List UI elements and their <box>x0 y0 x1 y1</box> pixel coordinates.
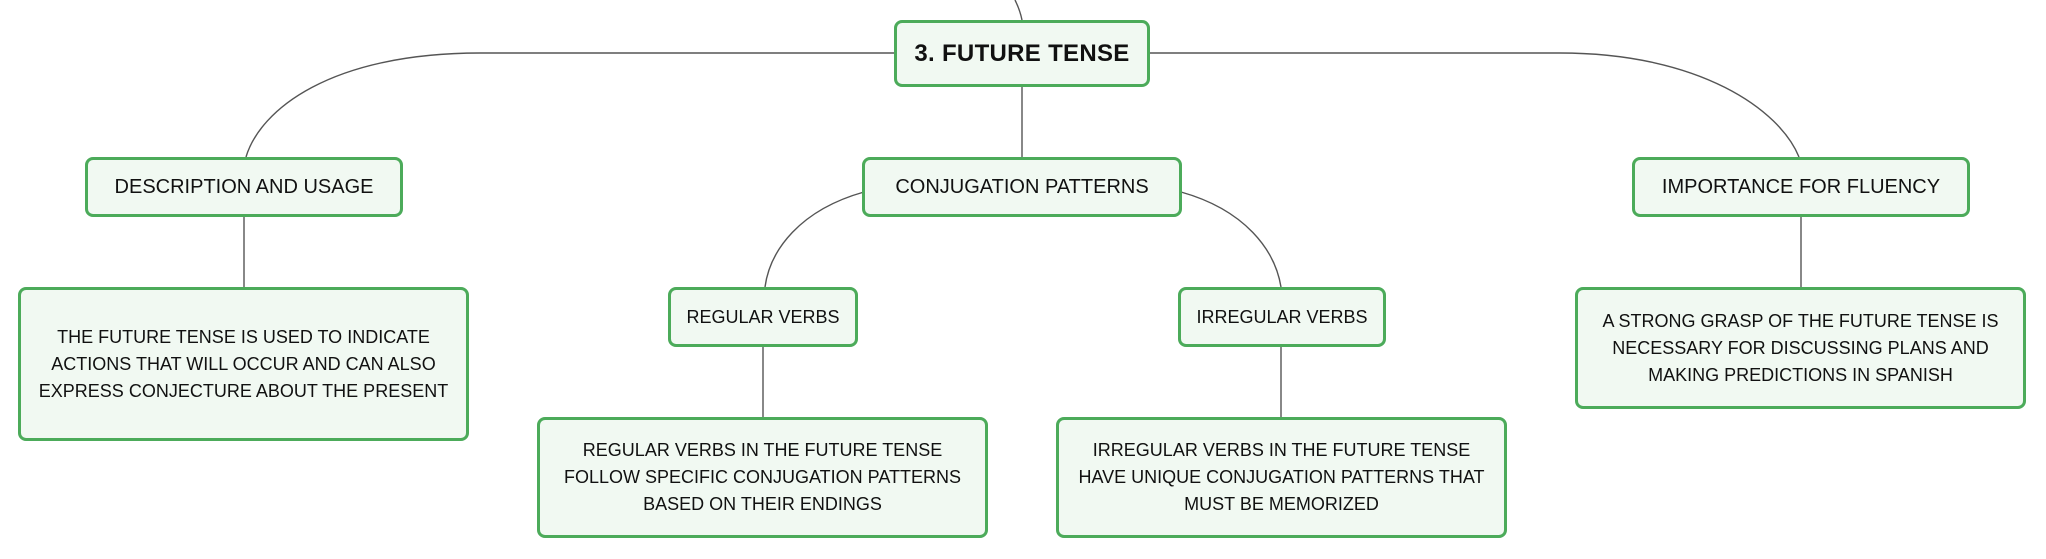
root-node[interactable]: 3. FUTURE TENSE <box>894 20 1150 87</box>
connector-conjugation-to-regular <box>764 191 865 288</box>
branch-description-and-usage[interactable]: DESCRIPTION AND USAGE <box>85 157 403 217</box>
connector-conjugation-to-irregular <box>1180 191 1282 288</box>
detail-text: THE FUTURE TENSE IS USED TO INDICATE ACT… <box>38 326 449 401</box>
detail-importance-for-fluency[interactable]: A STRONG GRASP OF THE FUTURE TENSE IS NE… <box>1575 287 2026 409</box>
branch-importance-for-fluency[interactable]: IMPORTANCE FOR FLUENCY <box>1632 157 1970 217</box>
detail-description-and-usage[interactable]: THE FUTURE TENSE IS USED TO INDICATE ACT… <box>18 287 469 441</box>
subbranch-irregular-verbs[interactable]: IRREGULAR VERBS <box>1178 287 1386 347</box>
branch-label: IMPORTANCE FOR FLUENCY <box>1661 175 1941 198</box>
branch-label: CONJUGATION PATTERNS <box>895 175 1149 198</box>
connector-root-to-description <box>245 52 894 158</box>
connector-parent-to-root <box>1014 0 1023 21</box>
subbranch-regular-verbs[interactable]: REGULAR VERBS <box>668 287 858 347</box>
detail-regular-verbs[interactable]: REGULAR VERBS IN THE FUTURE TENSE FOLLOW… <box>537 417 988 538</box>
detail-text: IRREGULAR VERBS IN THE FUTURE TENSE HAVE… <box>1078 440 1485 514</box>
branch-conjugation-patterns[interactable]: CONJUGATION PATTERNS <box>862 157 1182 217</box>
subbranch-label: REGULAR VERBS <box>686 306 840 327</box>
detail-text: REGULAR VERBS IN THE FUTURE TENSE FOLLOW… <box>563 440 962 514</box>
connector-root-to-importance <box>1150 52 1800 158</box>
subbranch-label: IRREGULAR VERBS <box>1196 306 1368 327</box>
detail-irregular-verbs[interactable]: IRREGULAR VERBS IN THE FUTURE TENSE HAVE… <box>1056 417 1507 538</box>
branch-label: DESCRIPTION AND USAGE <box>114 175 374 198</box>
detail-text: A STRONG GRASP OF THE FUTURE TENSE IS NE… <box>1602 310 1999 385</box>
root-label: 3. FUTURE TENSE <box>914 39 1130 67</box>
